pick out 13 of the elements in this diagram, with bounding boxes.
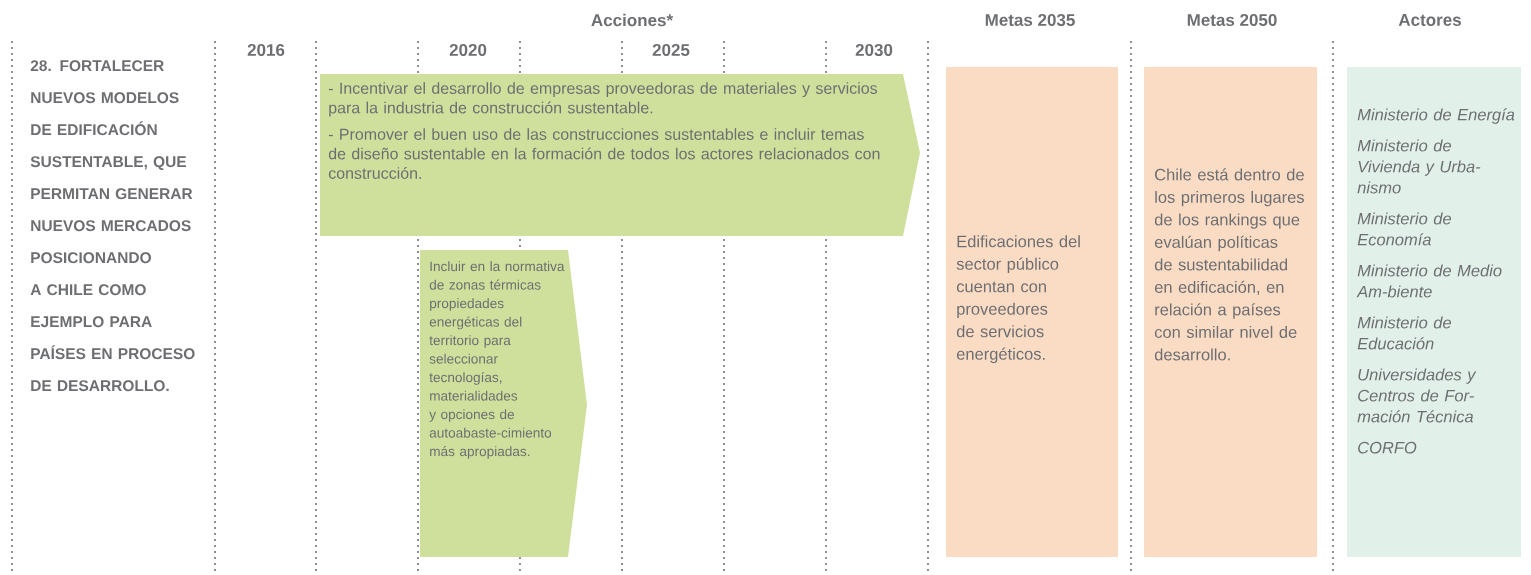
year-label: 2025 [652,44,690,56]
column-heading: Metas 2035 [985,13,1075,27]
column-heading: Acciones* [591,13,674,27]
actors-box: Ministerio de Energía Ministerio de Vivienda y Urba-nismo Ministerio de Economía Ministerio de Medio Am-biente Ministerio de Educación Universidades y Centros de For-mación Técnica CORFO [1347,67,1521,557]
column-heading: Metas 2050 [1187,14,1277,26]
year-label: 2016 [247,44,285,56]
year-label: 2020 [449,44,487,56]
row-title: 28. FORTALECER NUEVOS MODELOS DE EDIFICACIÓN SUSTENTABLE, QUE PERMITAN GENERAR NUEVOS MERCADOS POSICIONANDO A CHILE COMO EJEMPLO PARA PAÍSES EN PROCESO DE DESARROLLO. [30,60,195,392]
arrow-box: Incluir en la normativa de zonas térmicas propiedades energéticas del territorio para seleccionar tecnologías, materialidades y opciones de autoabaste-cimiento más apropiadas. [420,250,587,557]
year-label: 2030 [855,43,893,57]
goal-box: Edificaciones del sector público cuentan con proveedores de servicios energéticos. [946,67,1118,557]
column-heading: Actores [1398,14,1461,26]
goal-box: Chile está dentro de los primeros lugares de los rankings que evalúan políticas de sustentabilidad en edificación, en relación a países con similar nivel de desarrollo. [1144,67,1317,557]
